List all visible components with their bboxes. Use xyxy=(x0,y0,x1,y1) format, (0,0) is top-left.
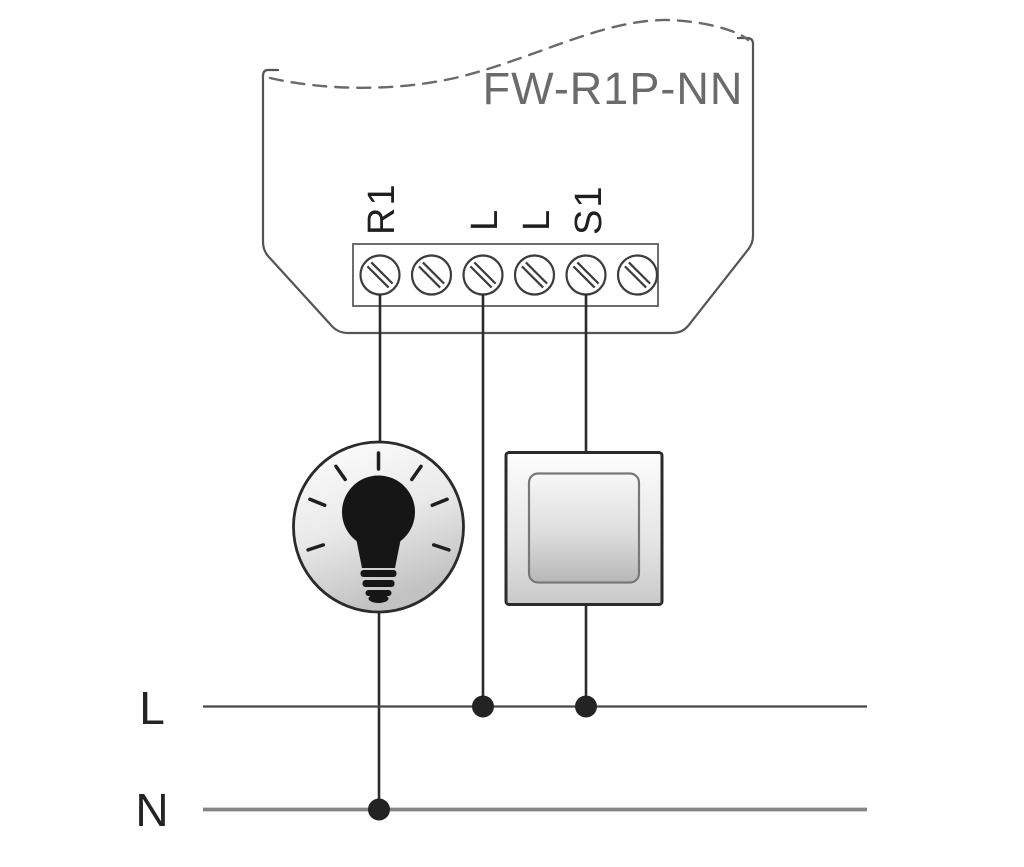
wires xyxy=(377,294,588,808)
screw-terminal-icon xyxy=(565,254,607,296)
screw-terminal-icon xyxy=(513,254,556,296)
supply-buses: L N xyxy=(135,682,867,836)
screw-terminal-icon xyxy=(410,254,453,296)
live-bus-label: L xyxy=(139,682,165,734)
wall-switch-icon xyxy=(504,451,664,606)
light-rays xyxy=(306,451,451,552)
terminal-label-s1: S1 xyxy=(568,185,610,235)
terminal-label-l-in: L xyxy=(464,208,506,231)
switch-rocker xyxy=(527,472,641,584)
screw-terminal-icon xyxy=(359,254,401,296)
screw-terminal-icon xyxy=(616,254,659,296)
screw-terminal-icon xyxy=(462,254,504,296)
terminal-label-l-out: L xyxy=(516,208,558,231)
terminal-strip: R1 L L S1 xyxy=(352,182,659,307)
relay-module: FW-R1P-NN xyxy=(261,18,755,335)
terminal-label-r1: R1 xyxy=(361,182,403,235)
light-bulb-icon xyxy=(292,440,465,614)
module-outline xyxy=(261,36,755,335)
module-cut-line xyxy=(268,18,750,89)
module-model-label: FW-R1P-NN xyxy=(483,63,744,114)
junction-dot xyxy=(472,695,494,718)
junction-dot xyxy=(575,695,597,718)
junction-dot xyxy=(368,798,390,821)
neutral-bus-label: N xyxy=(135,784,168,836)
